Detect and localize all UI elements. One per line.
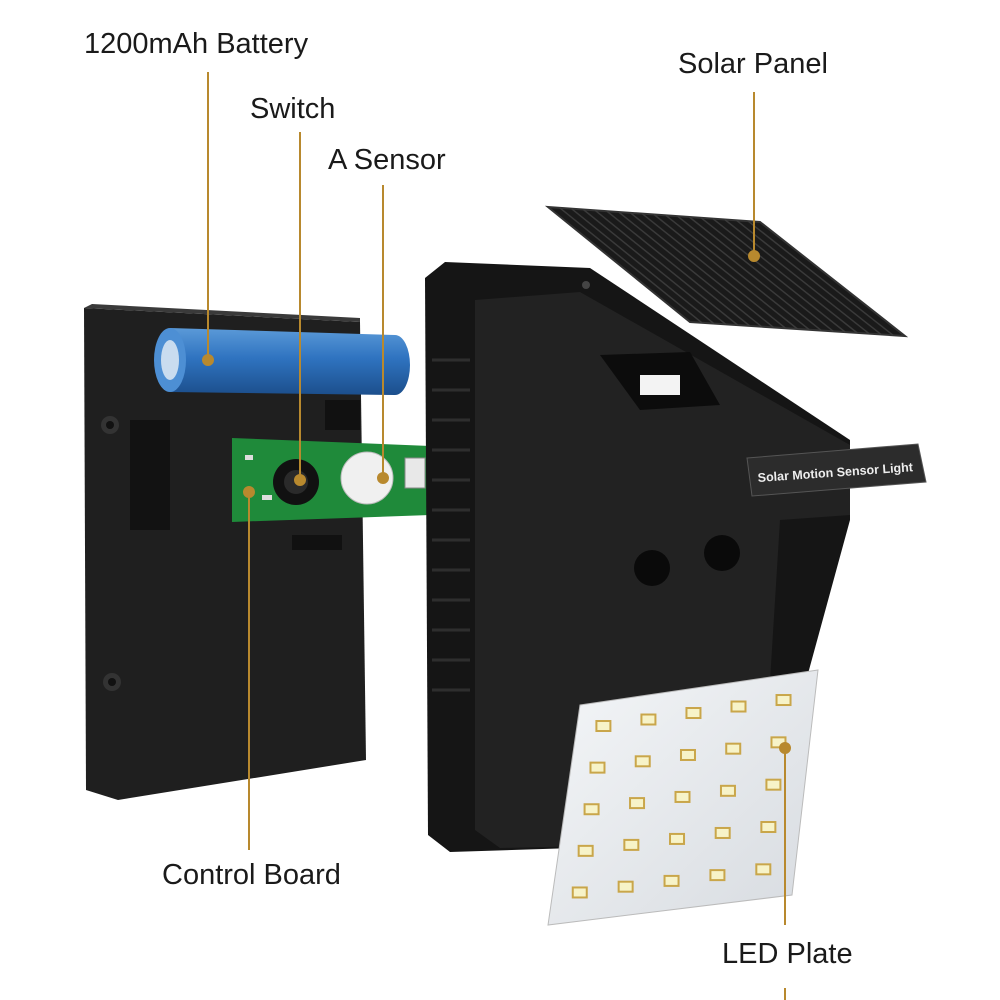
label-sensor: A Sensor [328, 144, 446, 176]
label-switch: Switch [250, 93, 336, 125]
solar-cell-line [641, 213, 787, 329]
led-chip [679, 748, 696, 761]
led-chip [714, 826, 731, 839]
solar-cell-line [688, 216, 834, 332]
solar-cell-line [677, 215, 822, 332]
battery [154, 328, 410, 395]
led-chip [634, 755, 651, 768]
solar-cell-line [653, 213, 798, 330]
led-chip [669, 832, 686, 845]
label-led-plate: LED Plate [722, 938, 853, 970]
solar-cell-line [724, 218, 870, 335]
solar-cell-line [571, 208, 715, 325]
control-board [232, 438, 430, 522]
led-chip [730, 700, 747, 713]
led-chip [725, 742, 742, 755]
led-chip [617, 880, 634, 893]
label-solar-panel: Solar Panel [678, 48, 828, 80]
solar-cell-line [735, 219, 882, 336]
label-control-board: Control Board [162, 859, 341, 891]
led-chip [709, 869, 726, 882]
solar-cell-line [606, 210, 751, 327]
led-chip [760, 821, 777, 834]
solar-cell-line [618, 211, 763, 328]
led-chip [674, 790, 691, 803]
led-chip [719, 784, 736, 797]
solar-cell-line [559, 207, 703, 324]
led-chip [775, 694, 792, 707]
led-chip [577, 844, 594, 857]
led-plate [547, 669, 819, 926]
led-chip [685, 707, 702, 720]
solar-panel [544, 205, 909, 338]
solar-cell-line [712, 218, 858, 334]
back-plate [84, 304, 366, 800]
solar-cell-line [594, 209, 739, 326]
label-battery: 1200mAh Battery [84, 28, 309, 60]
pir-sensor-dome [340, 451, 394, 505]
solar-cell-line [629, 212, 775, 329]
led-chip [571, 886, 588, 899]
led-chip [595, 720, 612, 733]
led-chip [755, 863, 772, 876]
solar-cell-line [582, 208, 727, 325]
led-chip [765, 778, 782, 791]
leader-lines [202, 72, 791, 1000]
led-chip [589, 761, 606, 774]
led-chip [663, 874, 680, 887]
led-chip [583, 803, 600, 816]
led-chip [623, 838, 640, 851]
solar-cell-line [700, 217, 846, 333]
solar-cell-line [747, 220, 894, 336]
solar-cell-line [665, 214, 810, 331]
led-chip [629, 797, 646, 810]
product-label-plate: Solar Motion Sensor Light [746, 443, 927, 497]
led-chip [640, 713, 657, 726]
